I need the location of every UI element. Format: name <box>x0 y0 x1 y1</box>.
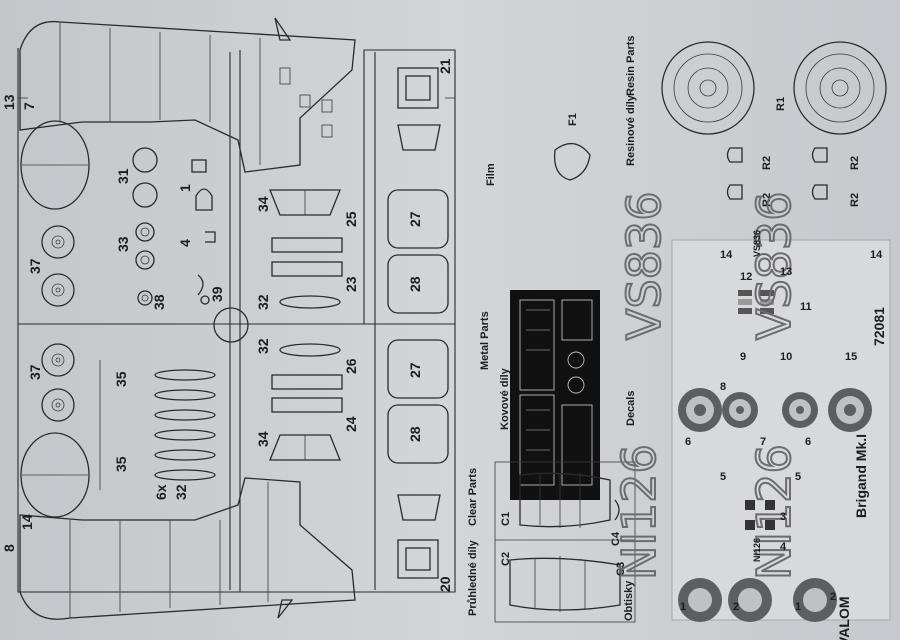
decal-number: 15 <box>845 351 857 363</box>
part-label: R2 <box>761 193 773 207</box>
part-label: 38 <box>151 294 167 310</box>
serial-decal: VS836 <box>617 192 671 340</box>
decal-number: 1 <box>680 601 686 613</box>
part-label: R1 <box>775 97 787 111</box>
decal-number: 9 <box>740 351 746 363</box>
part-label: 21 <box>437 58 453 74</box>
part-label: 26 <box>343 358 359 374</box>
decal-number: 2 <box>733 601 739 613</box>
part-label: 27 <box>407 362 423 378</box>
part-label: 25 <box>343 211 359 227</box>
propeller-blades <box>99 360 216 490</box>
part-label: 39 <box>209 286 225 302</box>
part-label: C3 <box>615 562 627 576</box>
part-label: 37 <box>27 364 43 380</box>
part-label: 31 <box>115 168 131 184</box>
decal-number: 5 <box>720 471 726 483</box>
decals-label-en: Decals <box>625 391 637 426</box>
part-label: 28 <box>407 276 423 292</box>
part-label: 7 <box>21 102 37 110</box>
serial-decal: VS836 <box>747 192 801 340</box>
kit-number-text: 72081 <box>871 307 887 346</box>
serial-decal: NI126 <box>612 444 666 580</box>
decal-number: 11 <box>800 301 812 313</box>
part-label: 23 <box>343 276 359 292</box>
part-label: 37 <box>27 258 43 274</box>
decal-number: 6 <box>805 436 811 448</box>
part-label: 8 <box>1 544 17 552</box>
sprue-hub <box>213 307 249 343</box>
bulkhead-panel <box>387 404 449 464</box>
decal-number: 12 <box>740 271 752 283</box>
part-label: C4 <box>610 531 622 546</box>
bulkhead-panel <box>387 254 449 314</box>
part-label: 35 <box>113 371 129 387</box>
part-label: 32 <box>255 338 271 354</box>
decal-number: 14 <box>870 249 883 261</box>
metal-label-en: Metal Parts <box>479 311 491 370</box>
decal-number: 7 <box>760 436 766 448</box>
part-label: F1 <box>567 113 579 126</box>
part-label: 6x <box>153 484 169 500</box>
film-label: Film <box>485 163 497 186</box>
part-label: 33 <box>115 236 131 252</box>
decal-sheet: VS836 VS836 NI126 NI126 VS836 NI126 6 7 … <box>611 191 891 622</box>
part-label: 1 <box>177 184 193 192</box>
decal-number: 13 <box>780 266 792 278</box>
part-label: 35 <box>113 456 129 472</box>
photo-etch-sheet <box>510 290 600 500</box>
part-label: 34 <box>255 431 271 447</box>
part-label: 32 <box>255 294 271 310</box>
decal-number: 5 <box>795 471 801 483</box>
part-label: 14 <box>19 514 35 530</box>
decal-number: 3 <box>780 511 786 523</box>
part-label: R2 <box>849 156 861 170</box>
part-label: 13 <box>1 94 17 110</box>
fin-flash-decals <box>738 290 775 530</box>
part-label: 20 <box>437 576 453 592</box>
part-label: 28 <box>407 426 423 442</box>
decal-number: 14 <box>720 249 733 261</box>
film-part <box>553 143 591 181</box>
part-label: 24 <box>343 416 359 432</box>
serial-decal-small: NI126 <box>752 538 762 562</box>
brand-text: VALOM <box>836 596 852 640</box>
decal-number: 2 <box>830 591 836 603</box>
metal-label-cz: Kovové díly <box>499 367 511 430</box>
nacelle-panel <box>20 432 90 518</box>
clear-canopy-parts <box>494 461 636 623</box>
part-label: R2 <box>761 156 773 170</box>
decal-number: 1 <box>795 601 801 613</box>
model-text: Brigand Mk.I <box>853 434 869 518</box>
clear-label-cz: Průhledné díly <box>467 539 479 616</box>
part-label: C2 <box>500 552 512 566</box>
nacelle-panel <box>20 120 90 210</box>
bulkhead-panel <box>387 339 449 399</box>
part-number-labels: 13 7 8 14 31 1 4 33 37 38 39 37 35 35 6x… <box>1 58 453 592</box>
wing-upper <box>19 20 356 173</box>
decal-number: 6 <box>685 436 691 448</box>
part-label: 27 <box>407 211 423 227</box>
decal-number: 8 <box>720 381 726 393</box>
plastic-sprue <box>17 17 456 620</box>
part-label: R2 <box>849 193 861 207</box>
part-label: 32 <box>173 484 189 500</box>
serial-decal-small: VS836 <box>752 230 762 257</box>
resin-label-cz: Resinové díly <box>625 94 637 166</box>
decal-number: 10 <box>780 351 792 363</box>
clear-label-en: Clear Parts <box>467 468 479 526</box>
part-label: C1 <box>500 512 512 526</box>
wheel-parts <box>41 225 75 422</box>
part-label: 34 <box>255 196 271 212</box>
part-label: 4 <box>177 239 193 247</box>
serial-decal: NI126 <box>747 444 801 580</box>
bulkhead-panel <box>387 189 449 249</box>
decals-label-cz: Obtisky <box>623 580 635 621</box>
decal-number: 4 <box>780 541 787 553</box>
resin-label-en: Resin Parts <box>625 35 637 96</box>
resin-wheels <box>661 41 887 135</box>
roundel-decals <box>678 388 872 622</box>
